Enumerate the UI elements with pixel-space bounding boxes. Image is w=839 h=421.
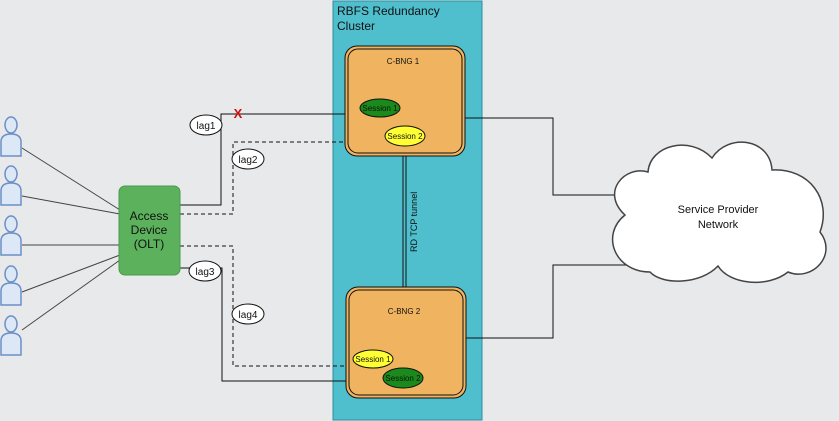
access-device-box: [118, 185, 181, 276]
cbng1-session-active: [359, 98, 401, 118]
user-icon: [0, 315, 22, 356]
lag2-tag: lag2: [231, 148, 265, 170]
cbng2-box: [345, 286, 467, 399]
lag2-label: lag2: [239, 155, 258, 166]
lag1-label: lag1: [197, 121, 216, 132]
cluster-title-line2: Cluster: [337, 19, 375, 33]
lag4-label: lag4: [239, 310, 258, 321]
user-icon: [0, 265, 22, 306]
rd-tcp-tunnel: [402, 156, 407, 288]
users: [0, 116, 22, 356]
cbng1-session-active-label: Session 1: [362, 104, 398, 113]
cbng1-session-standby-label: Session 2: [387, 132, 423, 141]
cbng2-label: C-BNG 2: [388, 307, 421, 316]
failure-x-icon: X: [234, 106, 243, 121]
cbng1-session-standby: [384, 125, 426, 147]
cluster-title-line1: RBFS Redundancy: [337, 4, 440, 18]
cbng2-session-active-label: Session 2: [385, 374, 421, 383]
user-links: [21, 147, 121, 331]
cloud-label-line2: Network: [698, 219, 739, 231]
lag3-label: lag3: [196, 267, 215, 278]
cbng1-box: [344, 45, 466, 157]
access-device-line3: (OLT): [134, 237, 164, 251]
cloud-label-line1: Service Provider: [678, 204, 759, 216]
lag4-tag: lag4: [231, 303, 265, 325]
access-device-line2: Device: [131, 223, 168, 237]
user-icon: [0, 165, 22, 206]
cbng2-session-standby: [352, 349, 394, 369]
tunnel-label: RD TCP tunnel: [409, 192, 419, 252]
access-device-line1: Access: [130, 209, 169, 223]
uplinks: [464, 117, 640, 339]
user-icon: [0, 116, 22, 157]
cbng2-session-standby-label: Session 1: [355, 355, 391, 364]
cbng1-label: C-BNG 1: [387, 57, 420, 66]
lag3-tag: lag3: [188, 260, 222, 282]
user-icon: [0, 215, 22, 256]
cbng2-session-active: [382, 367, 424, 389]
lag1-tag: lag1: [189, 114, 223, 136]
cloud-icon: [611, 141, 827, 284]
